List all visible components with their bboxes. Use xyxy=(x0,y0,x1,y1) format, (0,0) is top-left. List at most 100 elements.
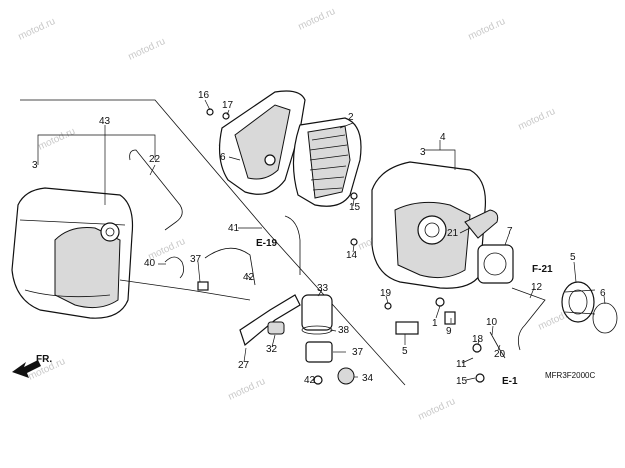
callout-label: 15 xyxy=(349,202,361,213)
callout-label: 15 xyxy=(456,376,468,387)
callout-label: 40 xyxy=(144,258,156,269)
watermark: motod.ru xyxy=(517,106,557,133)
air-cleaner-case xyxy=(218,90,306,195)
vacuum-hose xyxy=(284,215,301,275)
bolt xyxy=(350,238,358,246)
rubber-mount xyxy=(337,367,355,385)
callout-label: 20 xyxy=(494,349,506,360)
callout-label: 9 xyxy=(446,326,452,337)
callout-label: 3 xyxy=(32,160,38,171)
leader-line xyxy=(435,305,441,319)
air-intake-joint xyxy=(561,281,596,323)
callout-label: 34 xyxy=(362,373,374,384)
watermark: motod.ru xyxy=(417,396,457,423)
group-bracket xyxy=(37,134,156,165)
leader-line xyxy=(465,377,476,381)
leader-line xyxy=(603,295,606,305)
callout-label: 42 xyxy=(243,272,255,283)
callout-label: 43 xyxy=(99,116,111,127)
screw xyxy=(384,302,392,310)
callout-label: 10 xyxy=(486,317,498,328)
callout-label: 3 xyxy=(420,147,426,158)
leader-line xyxy=(228,156,241,161)
connecting-hose xyxy=(204,247,256,286)
callout-label: 1 xyxy=(432,318,438,329)
direction-label: FR. xyxy=(36,354,52,365)
valve-bracket xyxy=(305,341,333,363)
callout-label: 33 xyxy=(317,283,329,294)
callout-label: 11 xyxy=(456,359,467,370)
watermark: motod.ru xyxy=(227,376,267,403)
bolt xyxy=(313,375,323,385)
clamp xyxy=(435,297,445,307)
leader-line xyxy=(385,295,389,304)
watermark: motod.ru xyxy=(37,126,77,153)
intake-funnel xyxy=(477,244,514,284)
leader-line xyxy=(246,274,253,281)
leader-line xyxy=(226,109,230,116)
callout-label: 16 xyxy=(198,90,210,101)
leader-line xyxy=(504,233,510,246)
callout-label: 5 xyxy=(402,346,408,357)
callout-label: 22 xyxy=(149,154,161,165)
joint-band xyxy=(592,302,618,334)
leader-line xyxy=(352,198,355,207)
callout-label: 21 xyxy=(447,228,459,239)
clip xyxy=(472,343,482,353)
diagram-code: MFR3F2000C xyxy=(545,371,595,380)
bolt xyxy=(350,192,358,200)
solenoid-valve xyxy=(301,294,333,335)
hose-joint xyxy=(197,281,209,291)
screw xyxy=(206,108,214,116)
callout-label: 17 xyxy=(222,100,234,111)
bracket-line xyxy=(119,279,251,301)
air-filter-element xyxy=(292,117,362,207)
intake-duct-seal xyxy=(464,209,499,239)
callout-label: 27 xyxy=(238,360,250,371)
leader-line xyxy=(243,347,247,363)
leader-line xyxy=(477,339,480,345)
section-ref: E-1 xyxy=(502,376,518,387)
left-air-cleaner-cover xyxy=(11,187,134,319)
breather-pipe xyxy=(511,287,546,351)
callout-label: 2 xyxy=(348,112,354,123)
leader-line xyxy=(197,261,201,283)
mounting-bracket xyxy=(239,294,301,347)
leader-line xyxy=(491,325,494,336)
watermark: motod.ru xyxy=(297,6,337,33)
clip xyxy=(475,373,485,383)
watermark: motod.ru xyxy=(17,16,57,43)
watermark: motod.ru xyxy=(127,36,167,63)
leader-line xyxy=(352,244,355,253)
callout-label: 37 xyxy=(190,254,202,265)
section-ref: F-21 xyxy=(532,264,553,275)
callout-label: 5 xyxy=(570,252,576,263)
callout-label: 6 xyxy=(600,288,606,299)
watermark: motod.ru xyxy=(467,16,507,43)
tube xyxy=(489,331,506,359)
grommet xyxy=(267,321,285,335)
callout-label: 18 xyxy=(472,334,484,345)
section-divider xyxy=(269,234,406,386)
sensor-bracket xyxy=(395,321,419,335)
callout-label: 19 xyxy=(380,288,392,299)
group-bracket xyxy=(425,149,456,170)
callout-label: 6 xyxy=(220,152,226,163)
section-ref: E-19 xyxy=(256,238,278,249)
callout-label: 38 xyxy=(338,325,350,336)
clip xyxy=(444,311,456,325)
leader-line xyxy=(461,357,474,364)
section-divider xyxy=(20,99,271,236)
callout-label: 7 xyxy=(507,226,513,237)
callout-label: 14 xyxy=(346,250,358,261)
washer xyxy=(222,112,230,120)
callout-label: 4 xyxy=(440,132,446,143)
drain-tube xyxy=(129,149,183,231)
short-hose xyxy=(164,256,184,279)
callout-label: 12 xyxy=(531,282,543,293)
leader-line xyxy=(529,287,535,299)
callout-label: 41 xyxy=(228,223,240,234)
callout-label: 42 xyxy=(304,375,316,386)
leader-line xyxy=(317,289,323,297)
